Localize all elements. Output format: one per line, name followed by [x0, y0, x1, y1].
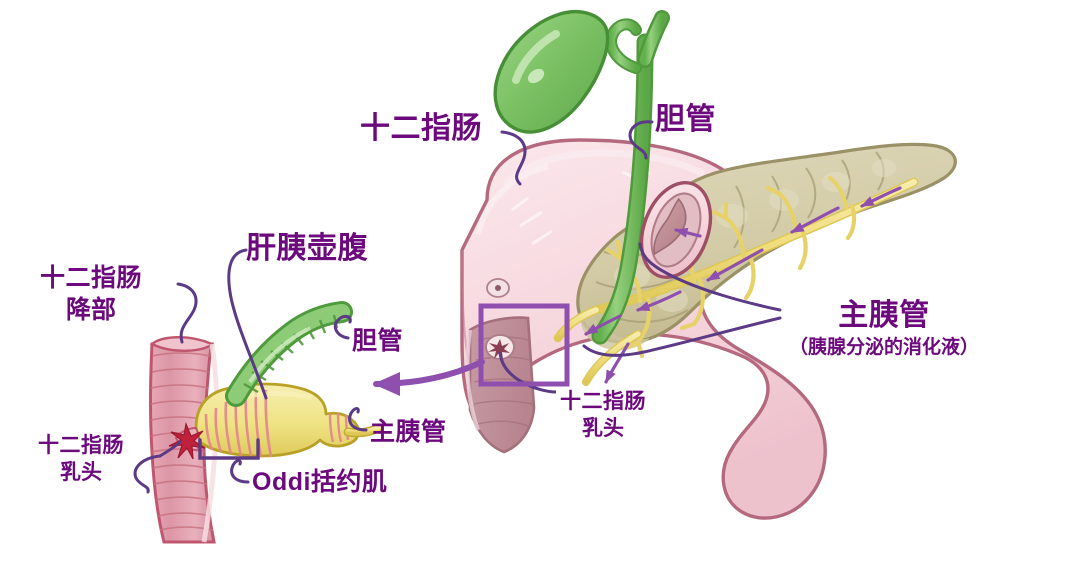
label-main-pancreatic-duct-note: （胰腺分泌的消化液）	[789, 336, 980, 358]
label-bile-duct-main: 胆管	[655, 103, 716, 136]
highlight-box	[478, 303, 570, 387]
leader-lines-inset	[133, 248, 368, 494]
inset-anatomy-group	[133, 248, 383, 544]
label-bile-duct-inset: 胆管	[352, 327, 404, 355]
main-anatomy-group	[373, 9, 957, 520]
label-main-pancreatic-duct-right-text: 主胰管	[838, 299, 930, 332]
label-main-pancreatic-duct-right: 主胰管 （胰腺分泌的消化液）	[785, 298, 984, 360]
leader-lines-main	[500, 120, 782, 357]
label-hepatopancreatic-ampulla: 肝胰壶腹	[246, 232, 368, 265]
label-duodenal-papilla-left: 十二指肠 乳头	[38, 434, 124, 485]
label-duodenal-papilla-center: 十二指肠 乳头	[556, 389, 650, 443]
main-pancreatic-duct-inset	[343, 423, 383, 438]
label-duodenal-papilla-left-line1: 十二指肠	[38, 434, 124, 457]
label-duodenal-papilla-left-line2: 乳头	[60, 461, 102, 485]
duodenal-papilla-inset	[168, 421, 206, 460]
label-sphincter-of-oddi: Oddi括约肌	[252, 468, 388, 496]
label-duodenum-descending: 十二指肠 降部	[40, 264, 142, 325]
gallbladder-and-bile-duct	[493, 9, 670, 345]
flow-arrows	[584, 186, 902, 384]
accessory-papilla	[486, 278, 510, 298]
label-duodenum-main: 十二指肠	[360, 112, 482, 145]
label-duodenal-papilla-center-line2: 乳头	[582, 417, 624, 441]
common-bile-duct-inset	[225, 301, 353, 407]
magnify-arrow	[373, 359, 485, 396]
label-duodenum-descending-line2: 降部	[66, 295, 117, 324]
sphincter-of-oddi-bracket	[198, 438, 260, 460]
label-main-pancreatic-duct-inset: 主胰管	[370, 418, 447, 446]
label-duodenal-papilla-center-line1: 十二指肠	[560, 390, 646, 413]
hepatopancreatic-ampulla	[194, 382, 360, 458]
duodenal-papilla	[485, 334, 515, 360]
label-duodenum-descending-line1: 十二指肠	[40, 264, 143, 292]
